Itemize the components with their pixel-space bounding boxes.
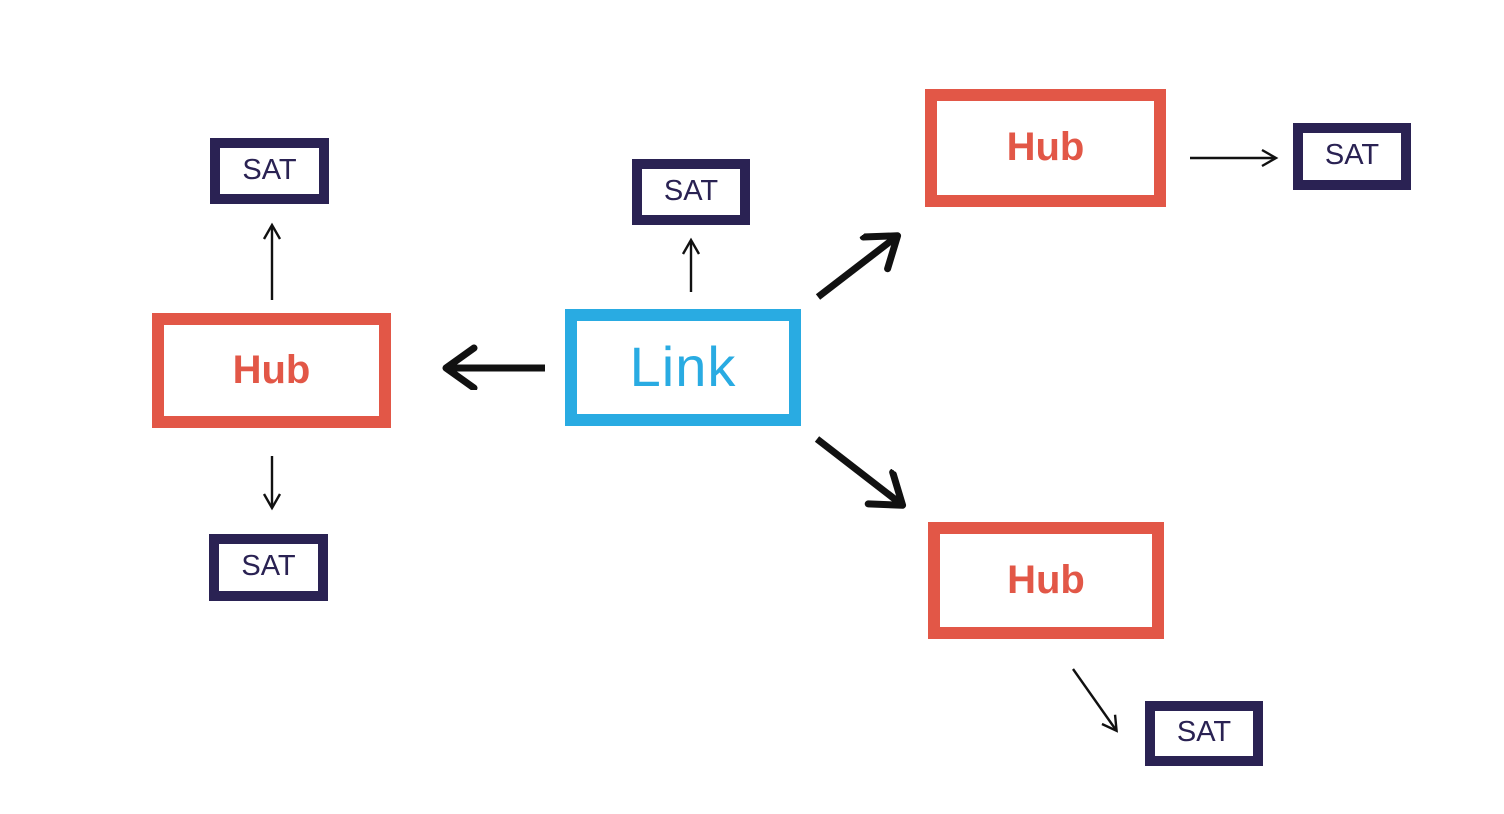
hub-node-label: Hub: [1007, 557, 1085, 602]
arrow-hub-bottom-right-to-sat: [1072, 668, 1118, 733]
sat-node-top-left: SAT: [210, 138, 329, 204]
hub-node-top-right: Hub: [925, 89, 1166, 207]
sat-node-label: SAT: [1176, 716, 1232, 748]
sat-node-right: SAT: [1293, 123, 1411, 190]
sat-node-bottom-right: SAT: [1145, 701, 1263, 766]
arrow-link-to-hub-bottom-right: [814, 436, 901, 504]
hub-node-label: Hub: [1006, 125, 1085, 169]
hub-node-bottom-right: Hub: [928, 522, 1164, 639]
sat-node-label: SAT: [242, 153, 297, 186]
sat-node-label: SAT: [1324, 139, 1380, 171]
sat-node-bottom-left: SAT: [209, 534, 328, 601]
sat-node-label: SAT: [663, 174, 719, 207]
arrow-link-to-hub-top-right: [815, 237, 896, 300]
link-node-label: Link: [629, 334, 737, 398]
hub-node-label: Hub: [232, 347, 311, 392]
hub-node-left: Hub: [152, 313, 391, 428]
sat-node-label: SAT: [241, 550, 296, 582]
link-node: Link: [565, 309, 801, 426]
sat-node-above-link: SAT: [632, 159, 750, 225]
